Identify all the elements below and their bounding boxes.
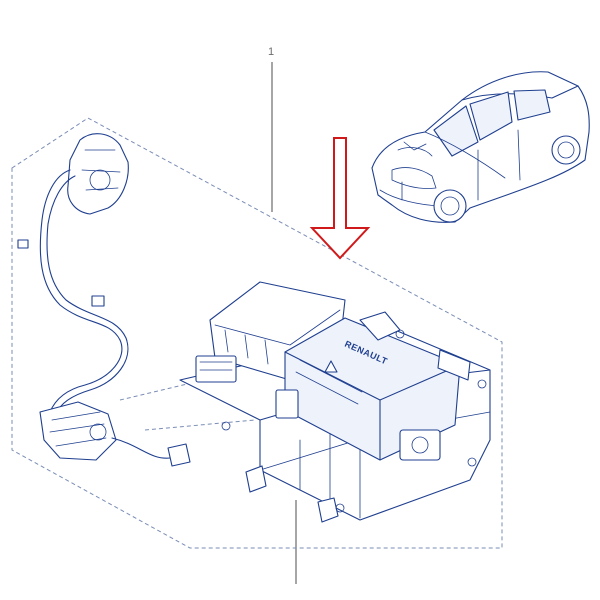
power-electronics-module-icon: RENAULT xyxy=(179,281,491,523)
warning-triangle-icon xyxy=(324,360,338,373)
assembly-boundary xyxy=(11,117,503,549)
callout-label: 1 xyxy=(268,46,274,58)
vehicle-icon xyxy=(371,71,590,223)
assembly-guide-line xyxy=(144,419,256,431)
assembly-guide-line xyxy=(119,374,226,401)
callout-1: 1 xyxy=(268,46,274,212)
wiring-harness-icon xyxy=(17,133,191,467)
down-arrow-icon xyxy=(309,137,371,260)
